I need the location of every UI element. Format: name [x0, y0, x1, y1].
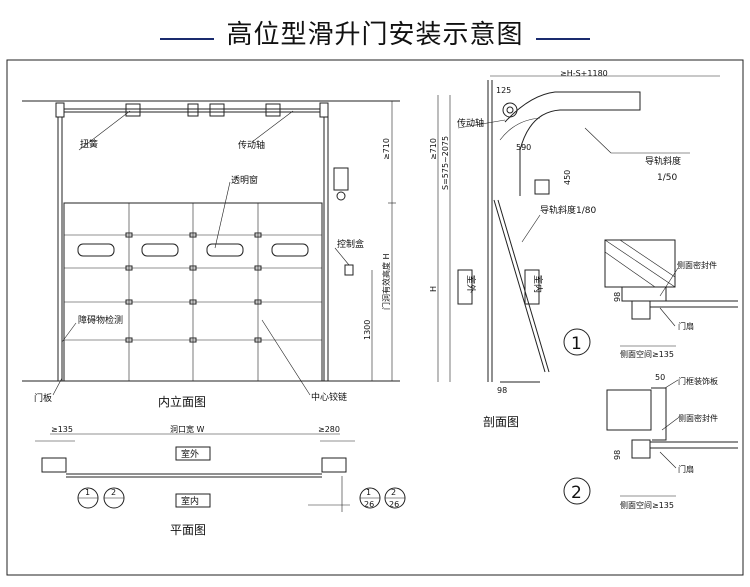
detail-1-badge [563, 328, 591, 356]
label-control-box: 控制盒 [337, 238, 364, 250]
section-dim-top-width: ≥H-S+1180 [560, 69, 608, 78]
detail-2-seal [631, 439, 651, 459]
section-dim-590: 590 [516, 143, 531, 152]
dim-control: 1300 [363, 320, 372, 340]
detail-2-dim-98: 98 [613, 450, 622, 460]
elevation-view: 扭簧 传动轴 透明窗 控制盒 障碍物检测 门板 中心铰链 内立面图 ≥710 门… [22, 100, 400, 409]
plan-dim-right: ≥280 [318, 425, 340, 434]
detail-2-badge [563, 477, 591, 505]
plan-inside: 室内 [181, 495, 199, 507]
detail-1-dim-98: 98 [613, 292, 622, 302]
label-shaft: 传动轴 [238, 139, 265, 151]
plan-ref-den: 26 [389, 500, 399, 509]
window-pane [141, 243, 179, 257]
section-view-label: 剖面图 [483, 415, 519, 429]
detail-2-trim [651, 387, 667, 441]
page-title: 高位型滑升门安装示意图 [226, 20, 524, 50]
detail-2-wall [606, 389, 652, 431]
detail-2-number: 2 [571, 483, 582, 503]
motor-unit [333, 167, 349, 191]
detail-1: 1 侧面密封件 门扇 侧面空间≥135 98 [563, 239, 738, 359]
section-label-slope1-value: 1/50 [657, 173, 677, 183]
section-dim-h: H [429, 286, 438, 292]
detail-1-seal [631, 300, 651, 320]
section-dim-450: 450 [563, 170, 572, 185]
section-label-outside: 室外 [465, 275, 477, 293]
plan-width-label: 洞口宽 W [170, 424, 205, 434]
drawing-frame [6, 59, 744, 576]
title-rule-right [536, 38, 590, 40]
window-pane [271, 243, 309, 257]
plan-dim-left: ≥135 [51, 425, 73, 434]
detail-2-seal-label: 侧面密封件 [678, 413, 718, 423]
detail-2-dim-50: 50 [655, 373, 665, 382]
control-box [344, 264, 354, 276]
section-label-slope1: 导轨斜度 [645, 155, 681, 167]
header: 高位型滑升门安装示意图 [0, 0, 750, 58]
section-door [493, 199, 546, 373]
plan-left-jamb [41, 457, 67, 473]
label-spring: 扭簧 [80, 138, 98, 150]
section-label-inside: 室内 [532, 275, 544, 293]
shaft-drum [502, 102, 518, 118]
section-label-slope2: 导轨斜度1/80 [540, 204, 596, 216]
plan-outside: 室外 [181, 448, 199, 460]
plan-ref-den: 26 [364, 500, 374, 509]
label-panel: 门板 [34, 392, 52, 404]
spring-coil [125, 103, 141, 117]
dim-top: ≥710 [382, 138, 391, 160]
label-window: 透明窗 [231, 174, 258, 186]
plan-ref-num: 1 [85, 488, 90, 497]
window-pane [77, 243, 115, 257]
dim-height: 门洞有效高度 H [381, 253, 391, 310]
section-dim-125: 125 [496, 86, 511, 95]
plan-view: ≥135 ≥280 洞口宽 W 室外 室内 1 2 1 2 26 26 平面图 [35, 424, 406, 537]
window-pane [206, 243, 244, 257]
section-motor [534, 179, 550, 195]
plan-ref-num: 2 [391, 488, 396, 497]
detail-2-panel-label: 门扇 [678, 464, 694, 474]
section-dim-710: ≥710 [429, 138, 438, 160]
detail-2-trim-label: 门框装饰板 [678, 376, 718, 386]
detail-1-seal-label: 侧面密封件 [677, 260, 717, 270]
detail-1-space-label: 侧面空间≥135 [620, 349, 674, 359]
section-dim-s: S=575~2075 [441, 136, 450, 190]
title-rule-left [160, 38, 214, 40]
label-obstacle: 障碍物检测 [78, 314, 123, 326]
plan-view-label: 平面图 [170, 523, 206, 537]
label-hinge: 中心铰链 [311, 391, 347, 403]
plan-right-jamb [321, 457, 347, 473]
detail-1-panel-label: 门扇 [678, 321, 694, 331]
plan-ref-num: 1 [366, 488, 371, 497]
section-curved-track [504, 91, 641, 196]
detail-2: 2 门框装饰板 侧面密封件 门扇 侧面空间≥135 50 98 [563, 373, 738, 510]
section-view: ≥H-S+1180 125 590 450 ≥710 S=575~2075 H … [429, 69, 720, 429]
section-label-shaft: 传动轴 [457, 117, 484, 129]
detail-2-space-label: 侧面空间≥135 [620, 500, 674, 510]
elevation-view-label: 内立面图 [158, 394, 206, 409]
plan-ref-num: 2 [111, 488, 116, 497]
section-dim-98: 98 [497, 386, 507, 395]
detail-1-number: 1 [571, 334, 582, 354]
